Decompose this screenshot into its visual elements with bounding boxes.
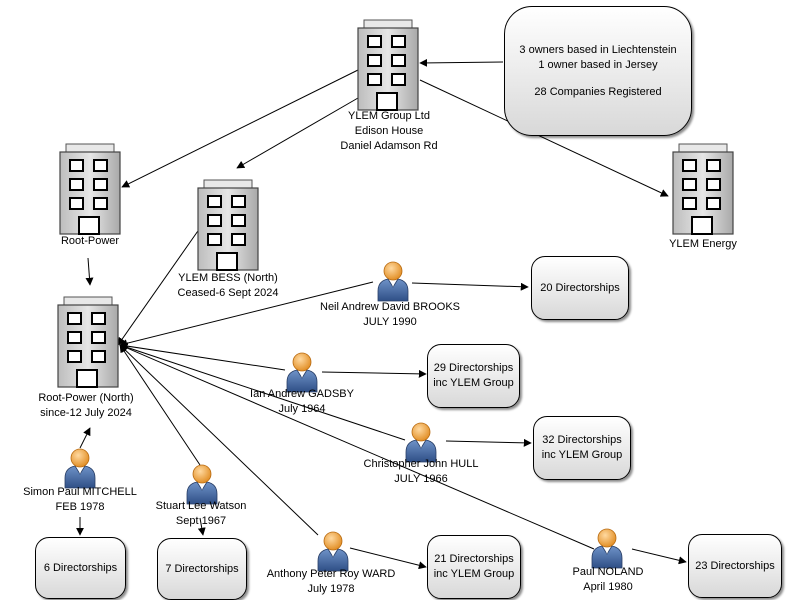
ylem-bess-status: Ceased-6 Sept 2024 [177,287,279,299]
directorships-note: inc YLEM Group [541,449,623,461]
arrow-ylem-group-to-root-power [121,69,359,188]
directorships-count: 29 Directorships [433,362,514,374]
arrow-ward-to-root-power-north [119,344,319,536]
arrow-gadsby-to-directorships [321,369,427,378]
arrow-brooks-to-directorships [411,282,529,291]
office-building-icon [197,179,259,271]
person-dob: JULY 1990 [363,316,417,328]
directorships-box-hull: 32 Directorships inc YLEM Group [533,416,631,480]
directorships-count: 21 Directorships [434,553,514,565]
arrow-bess-to-root-power-north [117,227,201,346]
person-icon [64,448,96,489]
person-dob: Sept 1967 [175,515,227,527]
person-dob: July 1978 [307,583,355,595]
root-power-north-label: Root-Power (North) since-12 July 2024 [38,391,133,421]
info-line-3: 28 Companies Registered [534,85,662,98]
person-label-watson: Stuart Lee Watson Sept 1967 [156,499,247,529]
office-building-icon [357,19,419,111]
directorships-box-watson: 7 Directorships [157,538,247,600]
person-label-ward: Anthony Peter Roy WARD July 1978 [267,567,396,597]
person-label-mitchell: Simon Paul MITCHELL FEB 1978 [23,485,137,515]
directorships-note: inc YLEM Group [433,568,515,580]
person-dob: FEB 1978 [55,501,105,513]
ylem-group-address-1: Edison House [354,125,424,137]
root-power-label: Root-Power [61,234,119,249]
directorships-box-ward: 21 Directorships inc YLEM Group [427,535,521,599]
directorships-count: 23 Directorships [695,559,775,572]
arrow-info-to-ylem-group [419,58,504,67]
root-power-name: Root-Power [60,235,120,247]
person-dob: April 1980 [583,581,633,593]
directorships-count: 7 Directorships [165,562,239,575]
person-icon [317,531,349,572]
office-building-icon [57,296,119,388]
ylem-group-name: YLEM Group Ltd [348,110,430,122]
person-name: Simon Paul MITCHELL [23,486,137,498]
person-icon [591,528,623,569]
person-name: Stuart Lee Watson [155,500,247,512]
arrow-ylem-group-to-ylem-bess [236,97,359,169]
info-line-1: 3 owners based in Liechtenstein [519,43,677,56]
arrow-watson-to-directorships [197,517,206,536]
ylem-bess-name: YLEM BESS (North) [178,272,278,284]
connectors [76,58,687,570]
person-name: Ian Andrew GADSBY [250,388,354,400]
ylem-group-label: YLEM Group Ltd Edison House Daniel Adams… [340,109,437,154]
person-icon [377,261,409,302]
arrow-hull-to-root-power-north [119,343,406,441]
office-building-icon [59,143,121,235]
directorships-box-mitchell: 6 Directorships [35,537,126,599]
arrow-hull-to-directorships [445,438,532,447]
directorships-box-noland: 23 Directorships [688,534,782,598]
person-dob: July 1964 [278,403,326,415]
person-name: Christopher John HULL [363,458,479,470]
person-label-hull: Christopher John HULL JULY 1966 [364,457,479,487]
arrow-gadsby-to-root-power-north [119,342,286,371]
arrow-ylem-group-to-ylem-energy [419,79,669,197]
arrow-noland-to-root-power-north [119,344,595,550]
directorships-box-gadsby: 29 Directorships inc YLEM Group [427,344,520,408]
person-name: Paul NOLAND [572,566,644,578]
arrow-root-power-to-north [85,257,94,286]
person-dob: JULY 1966 [394,473,448,485]
ylem-energy-name: YLEM Energy [669,238,737,250]
arrow-noland-to-directorships [631,548,687,565]
directorships-count: 20 Directorships [540,281,620,294]
person-label-noland: Paul NOLAND April 1980 [573,565,644,595]
ylem-energy-label: YLEM Energy [669,237,737,252]
root-power-north-name: Root-Power (North) [38,392,134,404]
office-building-icon [672,143,734,235]
ylem-group-address-2: Daniel Adamson Rd [340,140,438,152]
directorships-count: 32 Directorships [542,434,622,446]
ylem-bess-label: YLEM BESS (North) Ceased-6 Sept 2024 [178,271,279,301]
person-name: Neil Andrew David BROOKS [320,301,460,313]
directorships-box-brooks: 20 Directorships [531,256,629,320]
arrow-watson-to-root-power-north [119,344,201,466]
ownership-info-box: 3 owners based in Liechtenstein 1 owner … [504,6,692,136]
person-label-brooks: Neil Andrew David BROOKS JULY 1990 [320,300,460,330]
person-name: Anthony Peter Roy WARD [266,568,396,580]
arrow-mitchell-to-root-power-north [79,427,91,449]
person-label-gadsby: Ian Andrew GADSBY July 1964 [250,387,354,417]
directorships-count: 6 Directorships [43,561,118,574]
root-power-north-status: since-12 July 2024 [40,407,132,419]
arrow-ward-to-directorships [349,547,427,570]
directorships-note: inc YLEM Group [433,377,514,389]
arrow-brooks-to-root-power-north [119,281,374,348]
info-line-2: 1 owner based in Jersey [538,58,658,71]
